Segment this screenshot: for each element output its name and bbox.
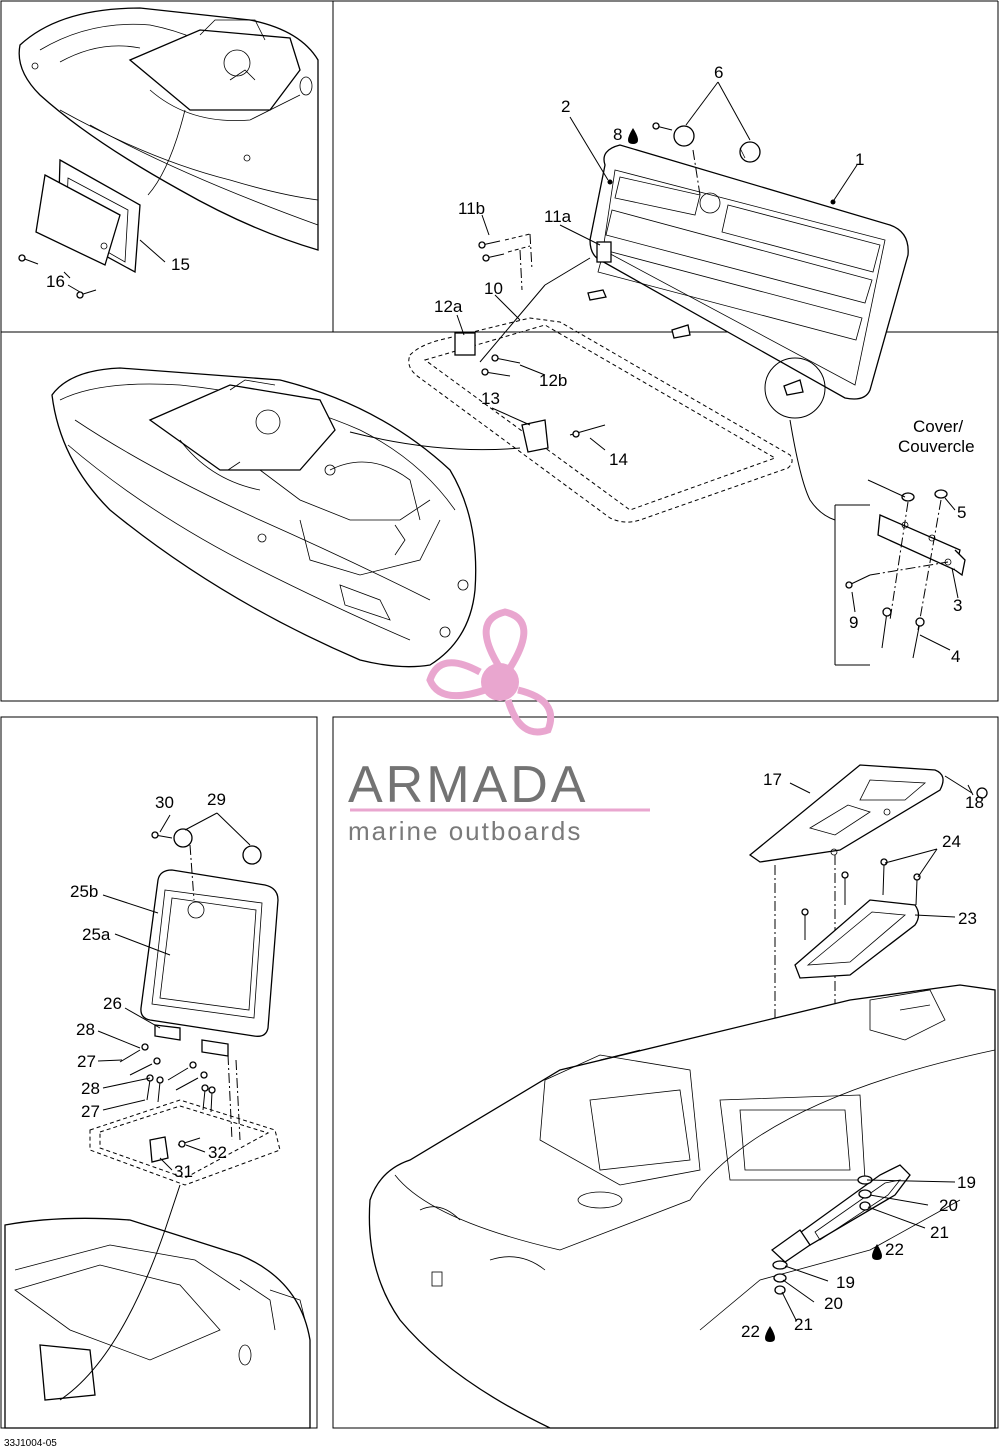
boat-bow-sketch [18,7,319,251]
callout-25a: 25a [82,925,111,944]
knobs-6 [652,122,761,196]
callout-15: 15 [171,255,190,274]
hinge-bracket-detail [789,419,966,666]
callout-4: 4 [951,647,960,666]
callout-24: 24 [942,832,961,851]
callout-11b: 11b [458,199,485,218]
bracket-13 [521,419,606,453]
callout-28a: 28 [76,1020,95,1039]
callout-17: 17 [763,770,782,789]
callout-20b: 20 [824,1294,843,1313]
watermark: ARMADA marine outboards [348,608,650,846]
callout-9: 9 [849,613,858,632]
callout-20a: 20 [939,1196,958,1215]
callout-22a: 22 [885,1240,904,1259]
callout-27b: 27 [81,1102,100,1121]
cover-label-line2: Couvercle [898,437,975,456]
boat-stern-platform [368,984,996,1429]
propeller-icon [426,608,555,736]
gas-spring-10 [454,241,612,363]
washers-nuts-19-22 [772,1175,873,1295]
callout-22b: 22 [741,1322,760,1341]
diagram-code: 33J1004-05 [4,1438,57,1449]
callout-labels: 1 2 6 8 11b 11a 10 12a 12b 13 14 Cover/ … [4,63,984,1449]
callout-1: 1 [855,150,864,169]
screws-16 [18,254,97,299]
callout-19b: 19 [836,1273,855,1292]
screws-11b [478,233,533,291]
frame-23 [794,899,920,979]
callout-10: 10 [484,279,503,298]
callout-12b: 12b [539,371,567,390]
leader-lines [97,81,974,1321]
callout-21b: 21 [794,1315,813,1334]
callout-23: 23 [958,909,977,928]
rear-hatch-cover-1 [589,144,909,400]
knobs-29 [151,828,262,901]
cover-label-line1: Cover/ [913,417,963,436]
callout-31: 31 [174,1162,193,1181]
boat-stern-sketch [4,1184,311,1429]
watermark-tagline: marine outboards [348,816,582,846]
callout-30: 30 [155,793,174,812]
callout-3: 3 [953,596,962,615]
hatch-clips [587,289,826,419]
callout-8: 8 [613,125,622,144]
callout-18: 18 [965,793,984,812]
fasteners-27-28 [119,1043,241,1141]
callout-26: 26 [103,994,122,1013]
callout-13: 13 [481,389,500,408]
boat-full-sketch [51,367,477,668]
callout-25b: 25b [70,882,98,901]
screws-12b [481,354,521,377]
glovebox-door-15 [35,158,141,274]
callout-11a: 11a [544,207,572,226]
callout-14: 14 [609,450,628,469]
callout-6: 6 [714,63,723,82]
hatch-opening-outline [408,317,793,523]
storage-opening-outline [89,1099,281,1186]
oil-drop-icon [628,128,882,1342]
watermark-brand: ARMADA [348,756,588,814]
callout-32: 32 [208,1143,227,1162]
callout-16: 16 [46,272,65,291]
callout-5: 5 [957,503,966,522]
callout-21a: 21 [930,1223,949,1242]
callout-2: 2 [561,97,570,116]
callout-29: 29 [207,790,226,809]
platform-panel-right [770,1164,911,1263]
rivets-24 [801,858,921,940]
callout-27a: 27 [77,1052,96,1071]
callout-28b: 28 [81,1079,100,1098]
storage-lid-25 [140,869,279,1037]
callout-19a: 19 [957,1173,976,1192]
callout-12a: 12a [434,297,463,316]
